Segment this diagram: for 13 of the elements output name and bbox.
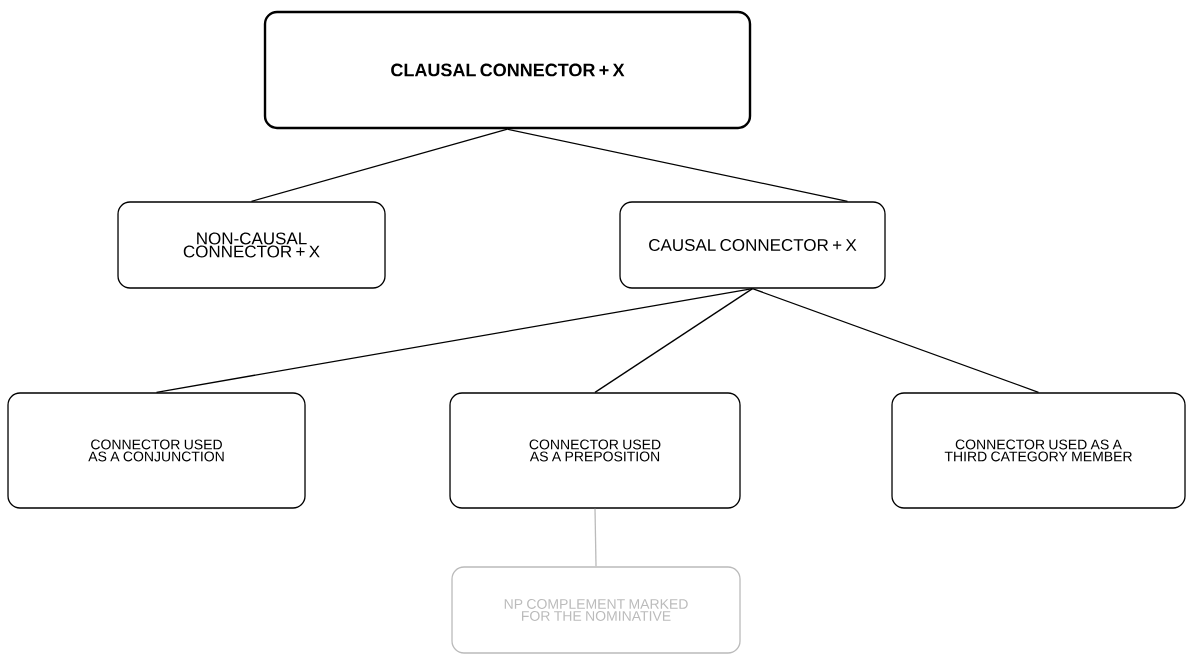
box: CLAUSAL CONNECTOR + X	[263, 10, 752, 130]
connector-line	[594, 508, 597, 567]
box: NON-CAUSAL CONNECTOR + X	[117, 201, 386, 289]
connector-line	[155, 288, 754, 393]
connector-line	[751, 288, 1040, 393]
connector-line	[250, 128, 509, 202]
box: CAUSAL CONNECTOR + X	[619, 201, 886, 289]
box: NP COMPLEMENT MARKED FOR THE NOMINATIVE	[451, 566, 741, 654]
box: CONNECTOR USED AS A CONJUNCTION	[7, 392, 306, 509]
connector-line	[594, 288, 754, 393]
box: CONNECTOR USED AS A THIRD CATEGORY MEMBER	[891, 392, 1186, 509]
connector-line	[506, 128, 849, 202]
box: CONNECTOR USED AS A PREPOSITION	[449, 392, 741, 509]
